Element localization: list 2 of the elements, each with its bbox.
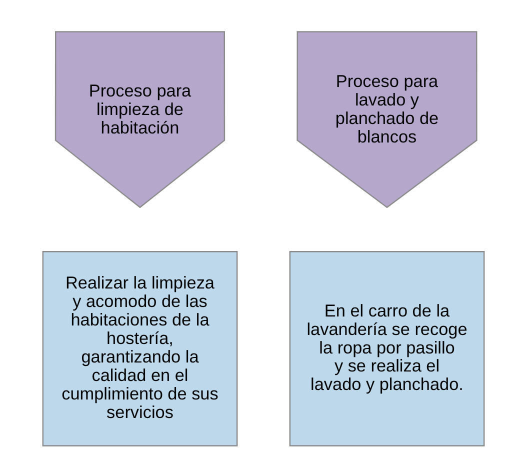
node-box: Realizar la limpieza y acomodo de las habitaciones de la hostería, garantizando la calidad en el cumplimiento de sus servicios [42, 251, 238, 446]
node-box: En el carro de la lavandería se recoge la ropa por pasillo y se realiza el lavado y planchado. [288, 251, 484, 446]
